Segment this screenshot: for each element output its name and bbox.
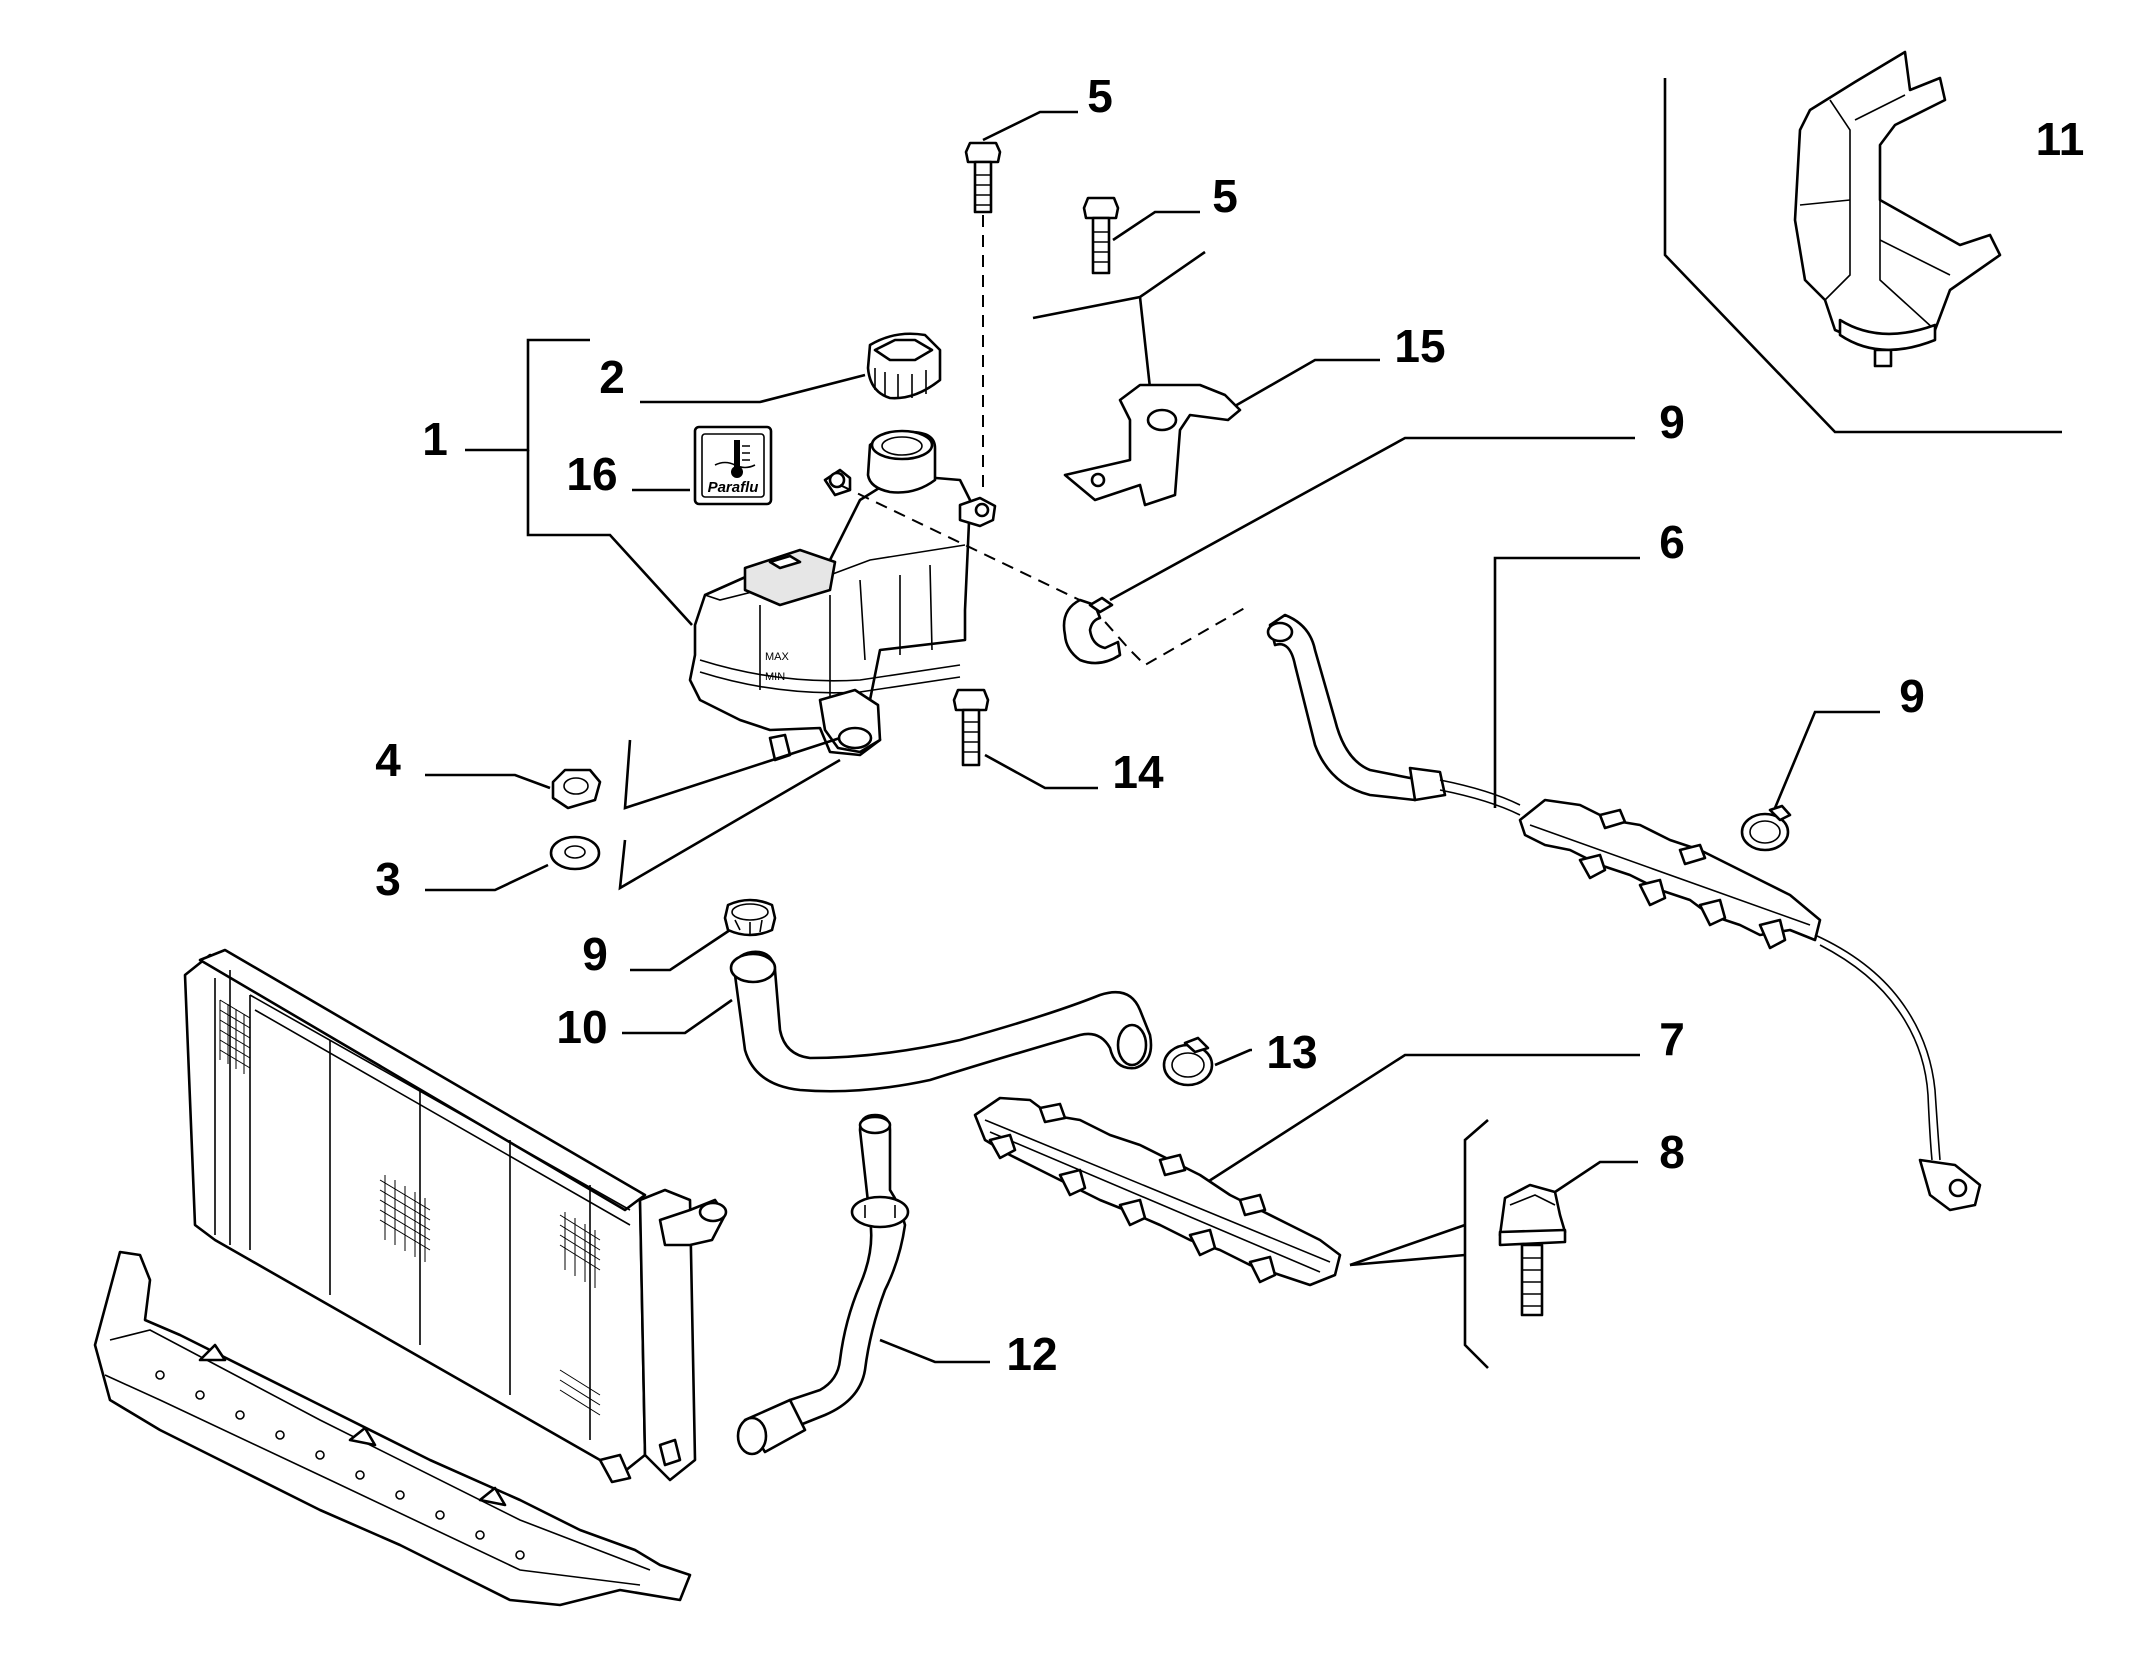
callout-6: 6 (1659, 516, 1685, 568)
part-9-clamp-upper (1062, 436, 1635, 665)
callout-8: 8 (1659, 1126, 1685, 1178)
callout-15: 15 (1394, 320, 1445, 372)
part-7-rail (973, 1053, 1640, 1287)
part-2-filler-cap (640, 332, 942, 404)
part-9-clamp-right (1740, 710, 1880, 852)
part-5-bolt-second (1082, 196, 1200, 275)
callout-5-second: 5 (1212, 170, 1238, 222)
callout-9-lower: 9 (582, 928, 608, 980)
callout-13: 13 (1266, 1026, 1317, 1078)
part-3-washer (425, 758, 841, 892)
part-15-bracket (1032, 250, 1380, 507)
paraflu-text: Paraflu (708, 479, 759, 496)
callout-5-top: 5 (1087, 70, 1113, 122)
part-8-flange-bolt (1349, 1119, 1638, 1369)
callout-4: 4 (375, 734, 401, 786)
callout-1: 1 (422, 413, 448, 465)
callout-9-upper: 9 (1659, 396, 1685, 448)
radiator (183, 948, 728, 1484)
part-1-expansion-tank: MAX MIN (465, 338, 1251, 762)
part-14-bolt (952, 688, 1098, 790)
part-5-bolt-top (964, 110, 1078, 490)
tank-min-mark: MIN (765, 671, 785, 683)
callout-9-right: 9 (1899, 670, 1925, 722)
callout-10: 10 (556, 1001, 607, 1053)
callout-14: 14 (1112, 746, 1164, 798)
part-9-clamp-lower (630, 898, 777, 972)
part-4-nut (425, 736, 841, 810)
part-11-bracket (1663, 50, 2062, 434)
callout-16: 16 (566, 448, 617, 500)
callout-3: 3 (375, 853, 401, 905)
callout-11: 11 (2036, 113, 2085, 165)
part-12-lower-hose (736, 1113, 990, 1456)
part-10-hose (622, 950, 1153, 1093)
callout-12: 12 (1006, 1328, 1057, 1380)
tank-max-mark: MAX (765, 651, 790, 663)
callout-2: 2 (599, 351, 625, 403)
callout-7: 7 (1659, 1013, 1685, 1065)
part-13-clamp (1162, 1036, 1252, 1087)
part-6-pipe-assembly (1266, 556, 1982, 1212)
lower-crossmember (93, 1250, 692, 1607)
part-16-paraflu-label: Paraflu (632, 425, 773, 506)
